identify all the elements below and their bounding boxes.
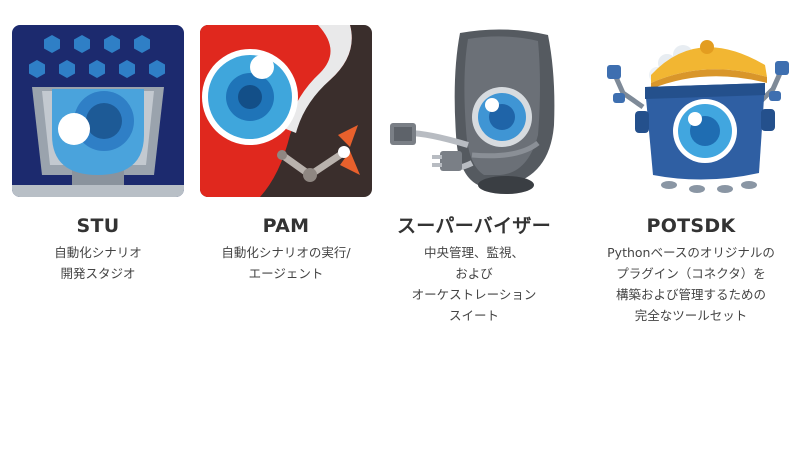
- product-description-line: スイート: [448, 308, 499, 323]
- product-description: 中央管理、監視、 および オーケストレーション スイート: [384, 242, 564, 326]
- product-description-line: および: [455, 266, 493, 281]
- product-card-supervisor[interactable]: スーパーバイザー 中央管理、監視、 および オーケストレーション スイート: [384, 25, 564, 326]
- product-description-line: Pythonベースのオリジナルの: [607, 245, 775, 260]
- product-name: STU: [76, 215, 120, 237]
- product-description-line: 自動化シナリオの実行/: [221, 245, 351, 260]
- product-description-line: 完全なツールセット: [634, 308, 748, 323]
- product-description-line: プラグイン（コネクタ）を: [616, 266, 766, 281]
- product-description-line: オーケストレーション: [411, 287, 537, 302]
- product-description: Pythonベースのオリジナルの プラグイン（コネクタ）を 構築および管理するた…: [598, 242, 784, 326]
- product-description-line: エージェント: [248, 266, 324, 281]
- product-name: スーパーバイザー: [396, 215, 552, 237]
- product-description-line: 開発スタジオ: [60, 266, 136, 281]
- product-name: PAM: [262, 215, 310, 237]
- product-description: 自動化シナリオの実行/ エージェント: [196, 242, 376, 284]
- product-card-pam[interactable]: PAM 自動化シナリオの実行/ エージェント: [196, 25, 376, 284]
- product-description: 自動化シナリオ 開発スタジオ: [8, 242, 188, 284]
- studio-robot-eye-icon: [12, 25, 184, 197]
- product-card-potsdk[interactable]: POTSDK Pythonベースのオリジナルの プラグイン（コネクタ）を 構築お…: [598, 25, 789, 326]
- agent-robot-eye-arm-icon: [200, 25, 372, 197]
- supervisor-robot-icon: [388, 25, 560, 197]
- product-description-line: 自動化シナリオ: [54, 245, 142, 260]
- product-name: POTSDK: [646, 215, 736, 237]
- pot-robot-icon: [605, 25, 789, 197]
- product-description-line: 中央管理、監視、: [423, 245, 524, 260]
- product-description-line: 構築および管理するための: [615, 287, 766, 302]
- product-card-stu[interactable]: STU 自動化シナリオ 開発スタジオ: [8, 25, 188, 284]
